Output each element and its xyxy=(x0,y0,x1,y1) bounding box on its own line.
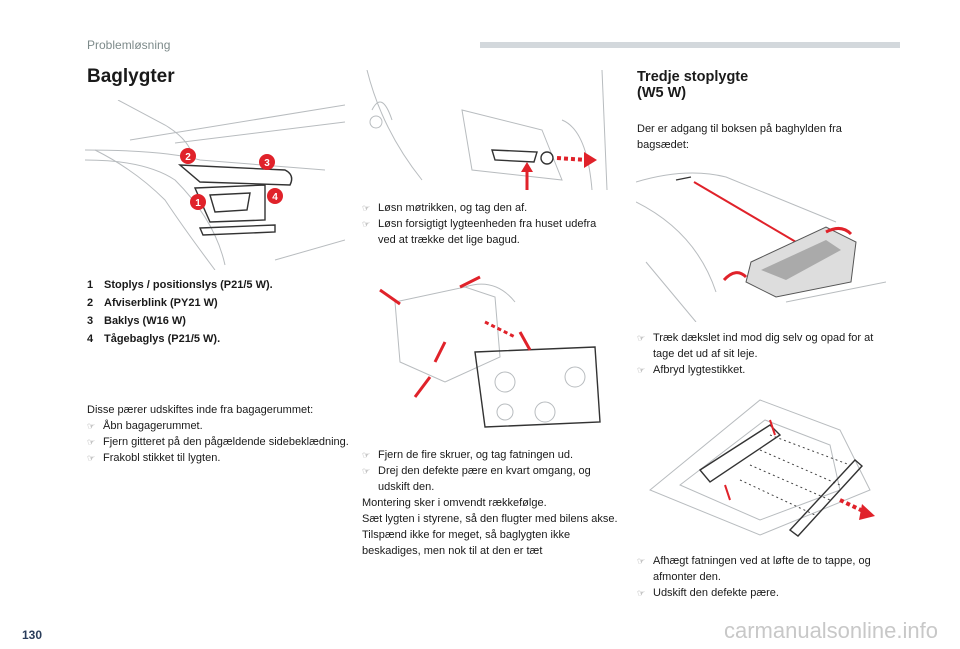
left-instructions: Disse pærer udskiftes inde fra bagagerum… xyxy=(87,404,349,464)
third-brake-light-illustration xyxy=(636,172,886,322)
section-heading: Tredje stoplygte(W5 W) xyxy=(637,69,749,101)
page-title: Baglygter xyxy=(87,66,175,87)
right-instructions-2: ☞Afhægt fatningen ved at løfte de to tap… xyxy=(637,555,871,599)
tail-lamp-illustration: 2 3 1 4 xyxy=(85,100,345,270)
callout-2: 2 xyxy=(185,152,191,163)
watermark: carmanualsonline.info xyxy=(723,618,938,643)
section-title: Problemløsning xyxy=(87,38,171,52)
callout-1: 1 xyxy=(195,198,201,209)
page-number: 130 xyxy=(22,628,43,642)
middle-instructions-2: ☞Fjern de fire skruer, og tag fatningen … xyxy=(362,449,618,557)
header-bar xyxy=(480,42,900,48)
bulb-holder-illustration xyxy=(649,399,875,537)
middle-instructions-1: ☞Løsn møtrikken, og tag den af. ☞Løsn fo… xyxy=(362,202,597,246)
lamp-unit-illustration xyxy=(379,275,601,428)
right-instructions-1: ☞Træk dækslet ind mod dig selv og opad f… xyxy=(637,332,874,376)
right-intro: Der er adgang til boksen på baghylden fr… xyxy=(637,123,842,151)
callout-4: 4 xyxy=(272,192,278,203)
callout-3: 3 xyxy=(264,158,270,169)
nut-removal-illustration xyxy=(366,70,608,191)
